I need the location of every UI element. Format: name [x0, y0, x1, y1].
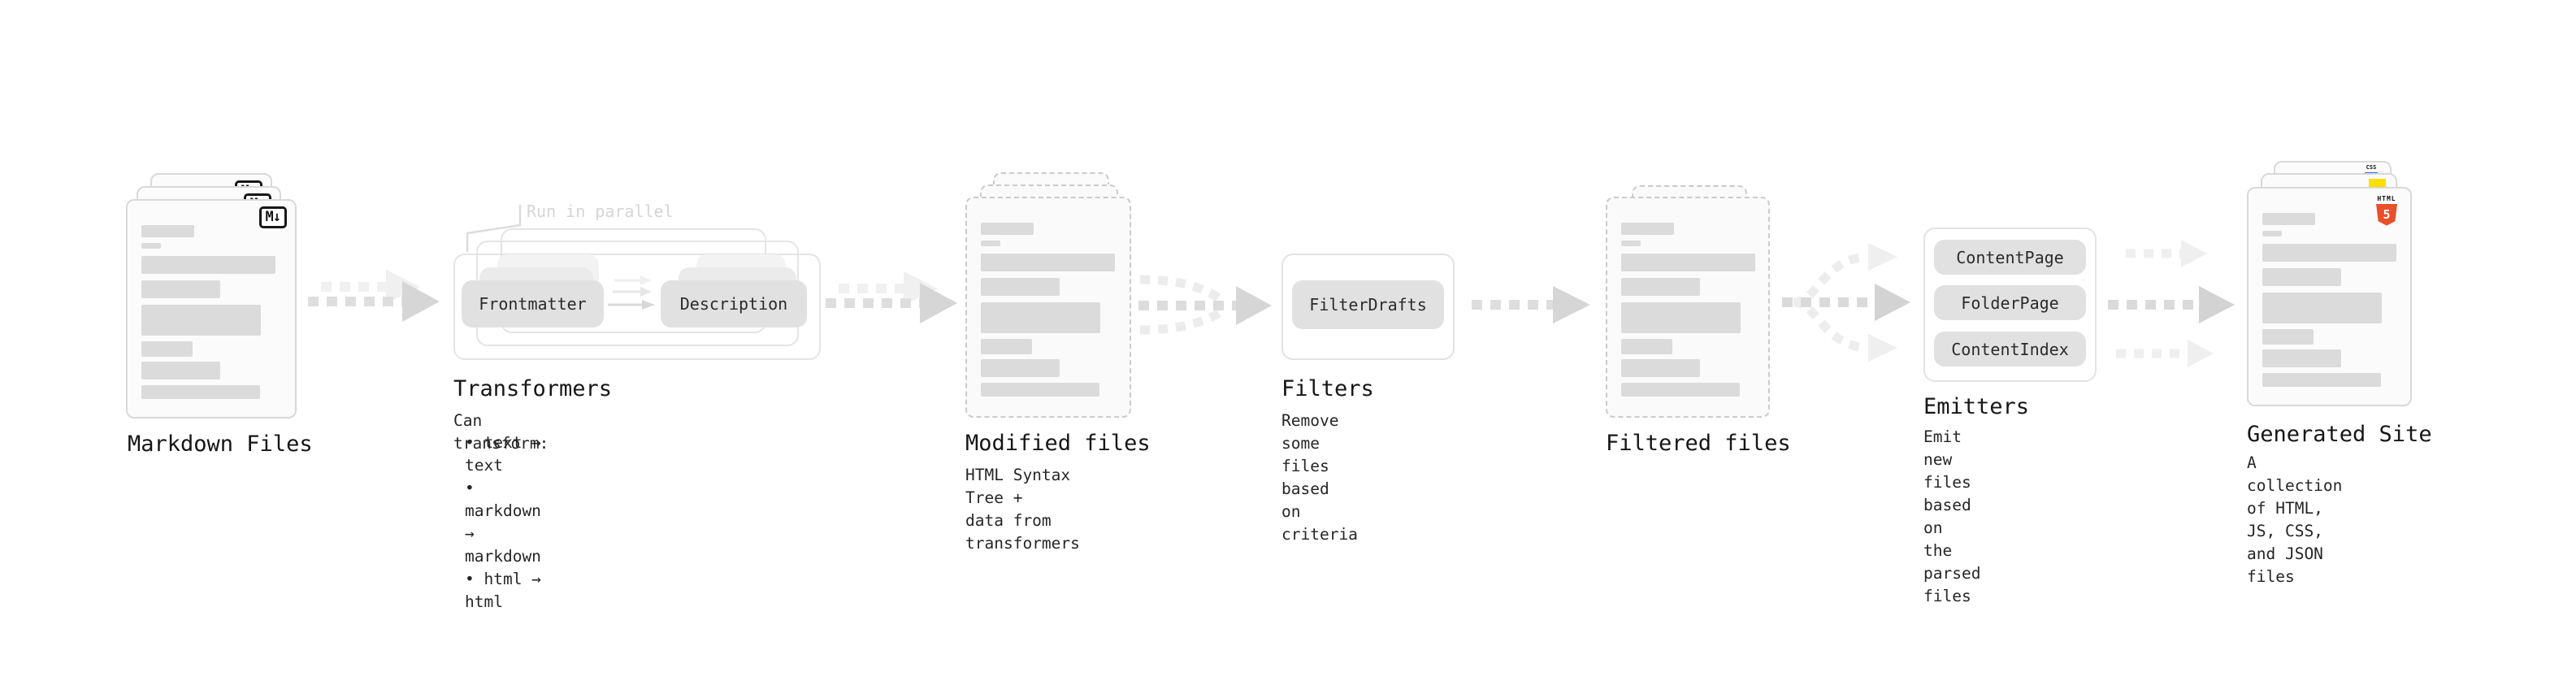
annotation-leader-line	[466, 204, 522, 253]
document-text-placeholder	[1621, 241, 1641, 246]
html5-icon: HTML 5	[2373, 195, 2400, 226]
document-text-placeholder	[981, 223, 1034, 235]
document-text-placeholder	[141, 385, 260, 399]
transformers-bullet-list: • text → text • markdown → markdown • ht…	[465, 433, 541, 611]
modified-files-label: Modified files	[965, 431, 1151, 456]
run-in-parallel-annotation: Run in parallel	[527, 202, 674, 221]
document-text-placeholder	[981, 278, 1060, 296]
document-text-placeholder	[141, 305, 261, 336]
document-text-placeholder	[141, 280, 220, 298]
document-text-placeholder	[2262, 329, 2314, 345]
document-text-placeholder	[141, 341, 193, 357]
document-text-placeholder	[2262, 293, 2382, 323]
document-text-placeholder	[141, 243, 161, 249]
filters-label: Filters	[1281, 376, 1374, 401]
filtered-files-label: Filtered files	[1606, 431, 1791, 456]
flow-arrow-transformers-to-modified	[826, 271, 957, 323]
modified-file-card-front	[965, 197, 1131, 418]
document-text-placeholder	[1621, 223, 1674, 235]
document-text-placeholder	[1621, 339, 1672, 354]
markdown-file-icon: M↓	[258, 206, 287, 228]
flow-arrow-markdown-to-transformers	[308, 270, 440, 322]
document-text-placeholder	[2262, 244, 2396, 262]
transformers-label: Transformers	[453, 376, 613, 401]
transformers-desc-heading: Can transform:	[453, 411, 549, 453]
document-text-placeholder	[981, 241, 1000, 246]
document-text-placeholder	[981, 302, 1100, 333]
filtered-file-card-front	[1606, 197, 1770, 418]
stage-transfer-arrows	[608, 275, 655, 310]
document-text-placeholder	[981, 339, 1032, 354]
flow-arrow-filters-to-filtered	[1472, 286, 1590, 323]
document-text-placeholder	[1621, 254, 1755, 271]
flow-arrow-filtered-to-emitters	[1782, 243, 1910, 362]
document-text-placeholder	[1621, 302, 1741, 333]
document-text-placeholder	[981, 359, 1060, 377]
document-text-placeholder	[2262, 213, 2315, 225]
document-text-placeholder	[141, 256, 275, 274]
document-text-placeholder	[981, 254, 1115, 271]
transformer-frame-front	[453, 254, 821, 360]
modified-files-desc: HTML Syntax Tree + data from transformer…	[965, 466, 1080, 553]
markdown-file-card-front: M↓	[126, 199, 297, 419]
emitters-desc: Emit new files based on the parsed files	[1923, 427, 1981, 605]
generated-site-desc: A collection of HTML, JS, CSS, and JSON …	[2247, 453, 2343, 586]
document-text-placeholder	[981, 383, 1099, 397]
generated-site-label: Generated Site	[2247, 422, 2432, 447]
document-text-placeholder	[141, 225, 194, 237]
document-text-placeholder	[1621, 383, 1740, 397]
document-text-placeholder	[1621, 278, 1700, 296]
document-text-placeholder	[2262, 268, 2341, 286]
emitter-content-index-pill: ContentIndex	[1934, 332, 2086, 367]
filters-desc: Remove some files based on criteria	[1281, 411, 1358, 544]
emitters-label: Emitters	[1923, 394, 2030, 419]
transformer-stage-frontmatter: Frontmatter	[462, 280, 604, 327]
emitter-content-page-pill: ContentPage	[1934, 240, 2086, 275]
filter-drafts-pill: FilterDrafts	[1292, 280, 1444, 329]
document-text-placeholder	[2262, 373, 2381, 387]
markdown-files-label: Markdown Files	[128, 432, 313, 457]
document-text-placeholder	[1621, 359, 1700, 377]
transformer-stage-description: Description	[661, 280, 807, 327]
flow-arrow-emitters-to-generated	[2108, 240, 2235, 367]
document-text-placeholder	[141, 362, 220, 380]
document-text-placeholder	[2262, 231, 2282, 236]
emitter-folder-page-pill: FolderPage	[1934, 285, 2086, 320]
generated-html-card: HTML 5	[2247, 187, 2412, 406]
document-text-placeholder	[2262, 349, 2341, 367]
flow-arrow-modified-to-filters	[1138, 275, 1272, 335]
